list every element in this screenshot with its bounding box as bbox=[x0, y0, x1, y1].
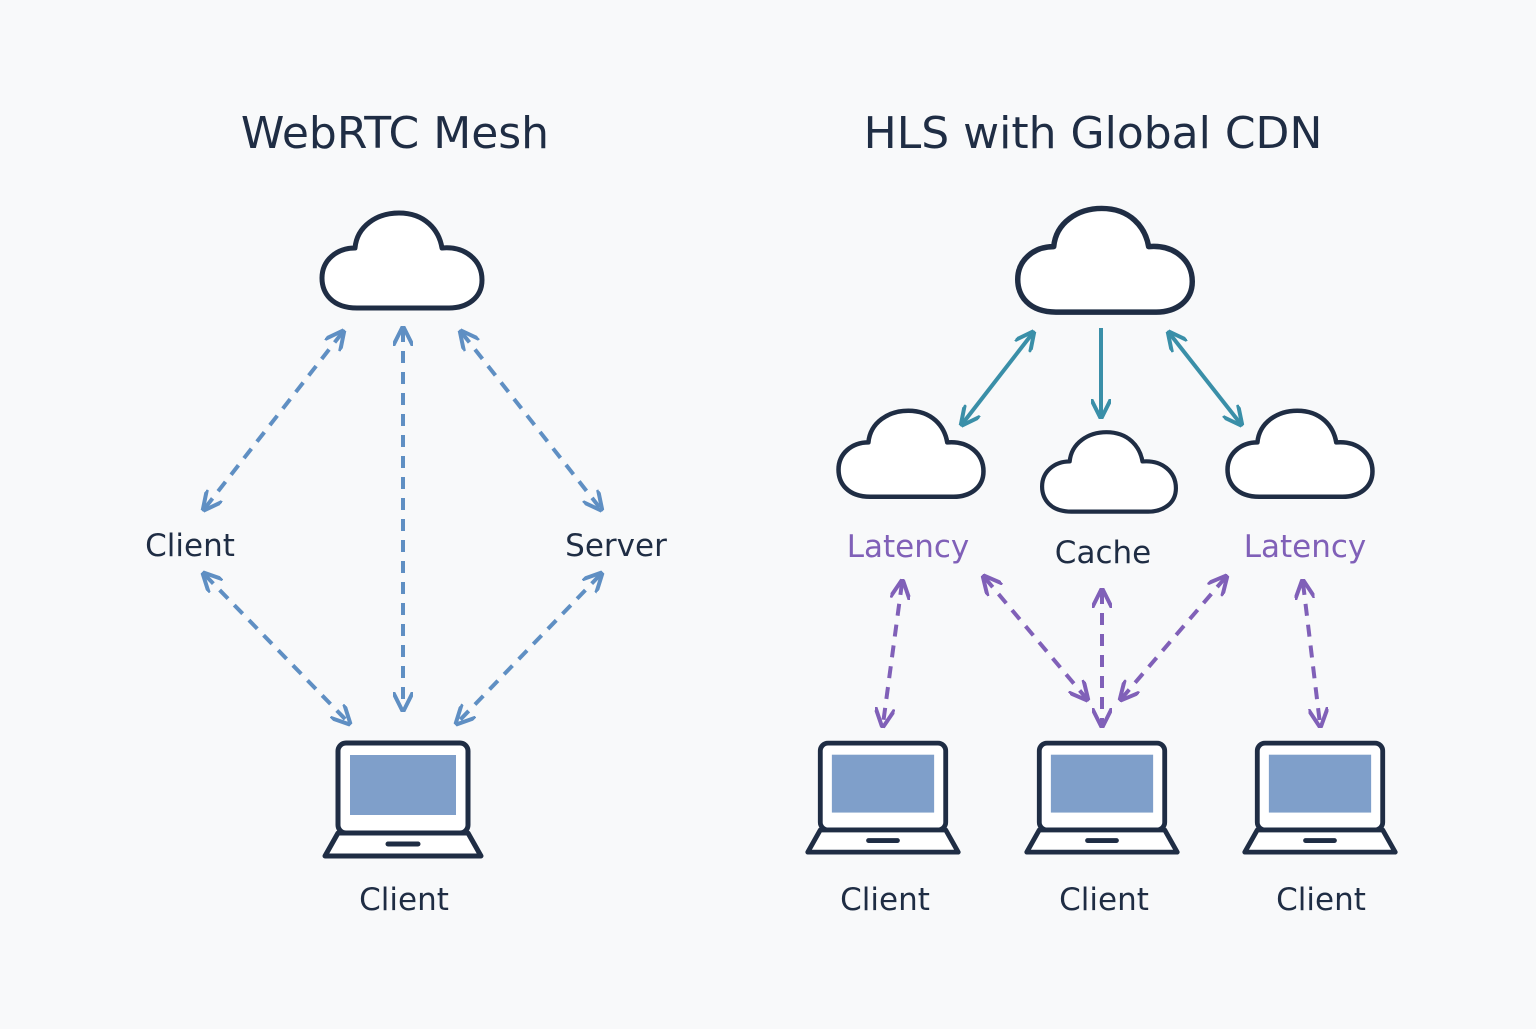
server-label: Server bbox=[565, 528, 667, 564]
latency-link-edge-right-client-right bbox=[1303, 583, 1320, 724]
mesh-link-cloud-client-left bbox=[205, 333, 342, 508]
webrtc-mesh-title: WebRTC Mesh bbox=[241, 108, 549, 159]
hls-cdn-title: HLS with Global CDN bbox=[864, 108, 1323, 159]
client-center-label: Client bbox=[1059, 882, 1149, 918]
mesh-link-server-client-bottom bbox=[458, 575, 600, 722]
mesh-link-client-left-client-bottom bbox=[205, 575, 348, 722]
client-left-label: Client bbox=[840, 882, 930, 918]
edge-cloud-center-icon bbox=[1042, 432, 1176, 511]
cloud-icon bbox=[322, 213, 482, 308]
client-right-label: Client bbox=[1276, 882, 1366, 918]
edge-cloud-right-icon bbox=[1228, 411, 1373, 497]
cache-label: Cache bbox=[1055, 535, 1151, 571]
laptop-icon bbox=[325, 743, 481, 856]
latency-link-edge-right-client-center bbox=[1122, 578, 1225, 698]
latency-right-label: Latency bbox=[1244, 529, 1367, 565]
latency-link-edge-left-client-center bbox=[985, 578, 1086, 698]
client-laptop-center-icon bbox=[1027, 743, 1177, 852]
client-laptop-right-icon bbox=[1245, 743, 1395, 852]
mesh-link-cloud-server bbox=[462, 333, 600, 508]
client-bottom-label: Client bbox=[359, 882, 449, 918]
cdn-link-origin-edge-left bbox=[963, 334, 1032, 423]
origin-cloud-icon bbox=[1018, 208, 1193, 312]
webrtc-mesh-diagram: WebRTC Mesh Client Server Client bbox=[145, 108, 667, 918]
client-laptop-left-icon bbox=[808, 743, 958, 852]
latency-link-edge-left-client-left bbox=[883, 583, 902, 724]
cdn-link-origin-edge-right bbox=[1170, 334, 1240, 423]
latency-left-label: Latency bbox=[847, 529, 970, 565]
edge-cloud-left-icon bbox=[839, 411, 984, 497]
hls-cdn-diagram: HLS with Global CDN Latency Cache Latenc… bbox=[808, 108, 1395, 918]
client-left-label: Client bbox=[145, 528, 235, 564]
